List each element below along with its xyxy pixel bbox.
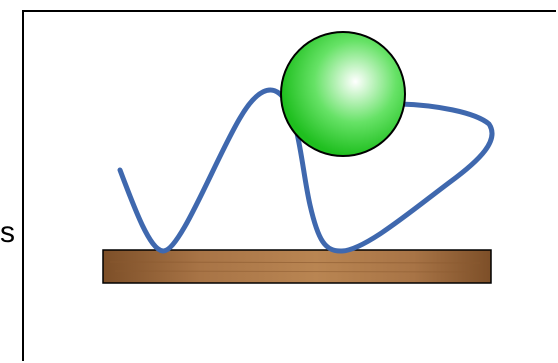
- wooden-board: [102, 249, 492, 284]
- green-sphere: [280, 31, 406, 157]
- side-letter: s: [0, 216, 15, 249]
- wood-grain-line: [114, 270, 471, 273]
- wire-curve: [117, 87, 495, 254]
- diagram-frame: [22, 10, 556, 361]
- wood-grain-line: [109, 261, 481, 264]
